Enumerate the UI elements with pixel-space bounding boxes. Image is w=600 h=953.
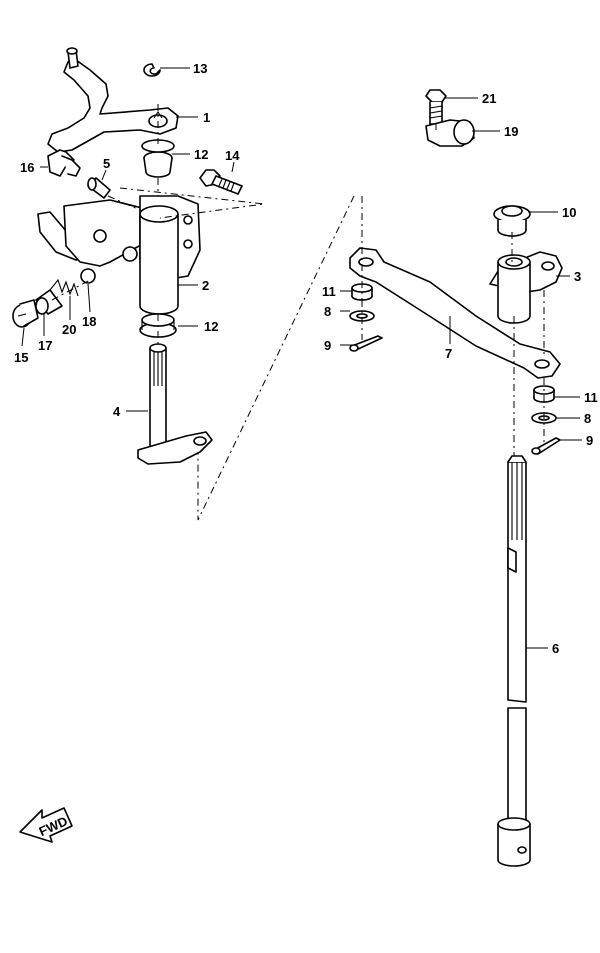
callout-3: 3 (574, 269, 581, 284)
callout-15: 15 (14, 350, 28, 365)
callout-12: 12 (194, 147, 208, 162)
assembly-centerlines (51, 104, 545, 521)
callout-4: 4 (113, 404, 121, 419)
callout-7: 7 (445, 346, 452, 361)
callout-11: 11 (322, 284, 336, 299)
callout-10: 10 (562, 205, 576, 220)
bracket-clip[interactable] (47, 149, 81, 177)
leader-lines (21, 67, 582, 649)
grease-fitting[interactable] (87, 177, 111, 199)
bushing-upper[interactable] (141, 139, 175, 178)
shift-lever-arm[interactable] (47, 47, 179, 153)
callout-8: 8 (584, 411, 591, 426)
cotter-pin-9-right[interactable] (531, 437, 561, 455)
callout-6: 6 (552, 641, 559, 656)
detent-ball[interactable] (80, 268, 96, 284)
e-ring-clip[interactable] (143, 63, 161, 77)
callout-16: 16 (20, 160, 34, 175)
cable-clamp[interactable] (425, 119, 475, 147)
shift-rod[interactable] (497, 455, 531, 867)
callout-18: 18 (82, 314, 96, 329)
bolt-14[interactable] (199, 169, 243, 195)
callout-8: 8 (324, 304, 331, 319)
plug-screw-15[interactable] (12, 299, 39, 328)
callout-9: 9 (586, 433, 593, 448)
callout-21: 21 (482, 91, 496, 106)
callout-labels: 13 1 12 14 16 5 2 12 15 17 20 18 4 21 19… (14, 61, 598, 656)
cotter-pin-9-left[interactable] (349, 335, 383, 352)
callout-9: 9 (324, 338, 331, 353)
callout-5: 5 (103, 156, 110, 171)
callout-19: 19 (504, 124, 518, 139)
bolt-21[interactable] (425, 89, 447, 125)
washer-8-left[interactable] (349, 310, 375, 322)
callout-11: 11 (584, 390, 598, 405)
callout-12: 12 (204, 319, 218, 334)
callout-13: 13 (193, 61, 207, 76)
callout-17: 17 (38, 338, 52, 353)
callout-14: 14 (225, 148, 240, 163)
callout-2: 2 (202, 278, 209, 293)
upper-lever-boss[interactable] (489, 251, 563, 324)
lower-shift-shaft[interactable] (137, 343, 213, 465)
callout-20: 20 (62, 322, 76, 337)
plug-10[interactable] (493, 205, 531, 237)
detent-spring[interactable] (49, 278, 79, 297)
sleeve-17[interactable] (35, 289, 63, 315)
callout-1: 1 (203, 110, 210, 125)
forward-direction-arrow: FWD (19, 807, 73, 843)
shift-bracket[interactable] (37, 195, 201, 315)
